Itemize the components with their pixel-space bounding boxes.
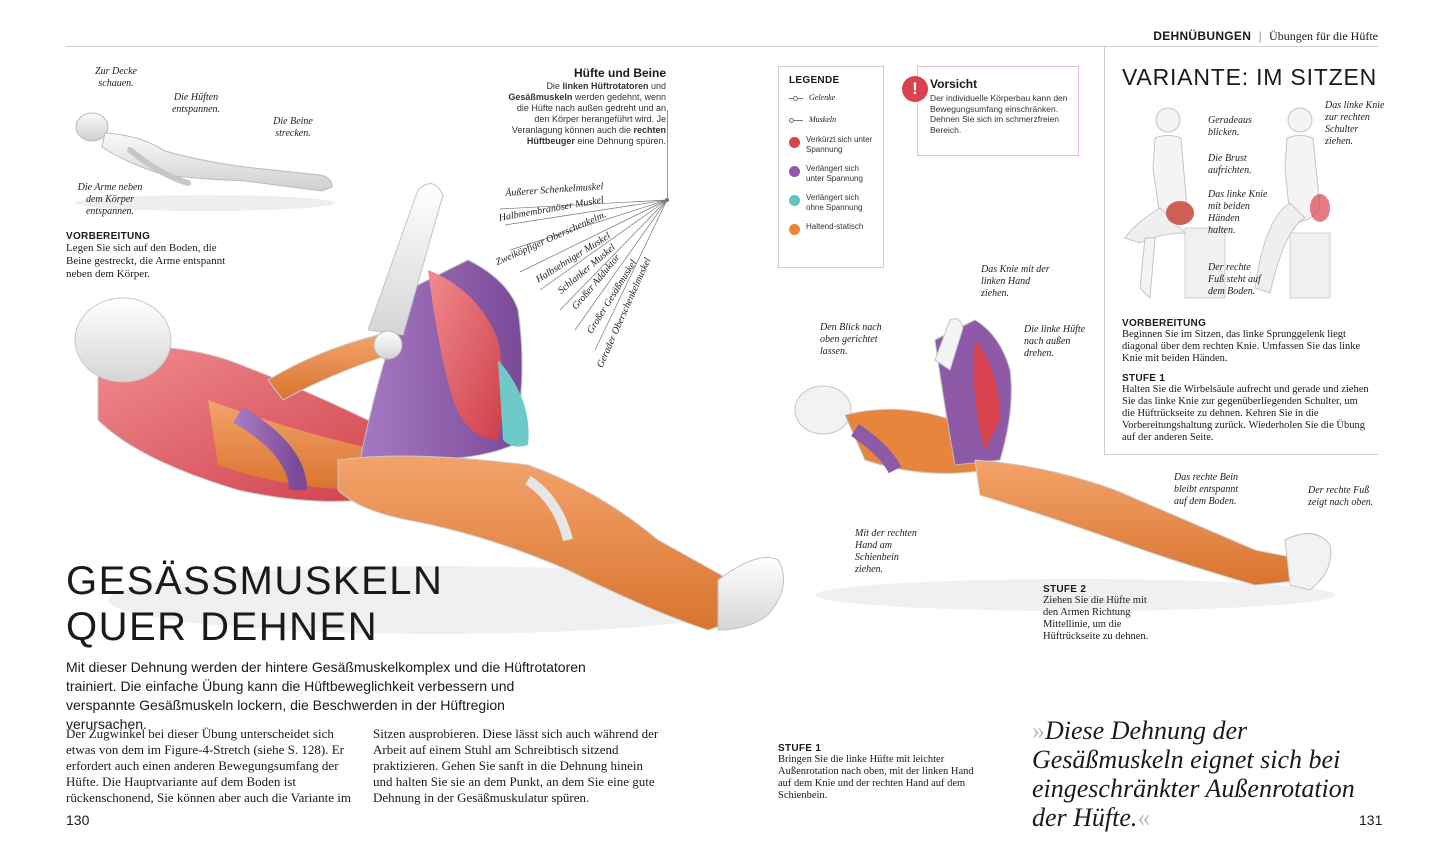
- variant-step-text: Halten Sie die Wirbelsäule aufrecht und …: [1122, 384, 1369, 443]
- legend-title: LEGENDE: [789, 75, 840, 86]
- top-rule: [66, 46, 1378, 47]
- hips-legs-heading: Hüfte und Beine: [574, 66, 666, 80]
- page-number-left: 130: [66, 812, 90, 828]
- step2-label-hand: Mit der rechten Hand am Schienbein ziehe…: [855, 528, 917, 575]
- running-header: DEHNÜBUNGEN | Übungen für die Hüfte: [1153, 29, 1378, 43]
- variant-title: VARIANTE: IM SITZEN: [1122, 64, 1378, 90]
- legend-item-label-1: Verlängert sich unter Spannung: [806, 164, 863, 183]
- variant-label-foot-floor: Der rechte Fuß steht auf dem Boden.: [1208, 262, 1261, 297]
- header-subsection: Übungen für die Hüfte: [1269, 29, 1378, 43]
- step1-block: STUFE 1 Bringen Sie die linke Hüfte mit …: [778, 743, 978, 802]
- variant-label-knee-hands: Das linke Knie mit beiden Händen halten.: [1208, 189, 1268, 236]
- prep-figure-illustration: [75, 112, 335, 211]
- hips-legs-text-pre: Die: [546, 81, 563, 91]
- step2-label-rightleg: Das rechte Bein bleibt entspannt auf dem…: [1174, 472, 1239, 507]
- step2-figure-illustration: [794, 318, 1335, 611]
- hips-legs-text: Die linken Hüftrotatoren und Gesäßmuskel…: [500, 81, 666, 147]
- quote-open-mark: »: [1032, 716, 1045, 745]
- prep-left-heading: VORBEREITUNG: [66, 231, 151, 242]
- step2-heading: STUFE 2: [1043, 584, 1087, 595]
- step2-text: Ziehen Sie die Hüfte mit den Armen Richt…: [1043, 595, 1149, 642]
- caution-title: Vorsicht: [930, 77, 978, 91]
- page-number-right: 131: [1359, 812, 1383, 828]
- hips-legs-block: Hüfte und Beine Die linken Hüftrotatoren…: [500, 66, 666, 147]
- hips-legs-bold3: rechten Hüftbeuger: [526, 125, 666, 146]
- quote-close-mark: «: [1137, 803, 1151, 832]
- step2-label-gaze: Den Blick nach oben gerichtet lassen.: [820, 322, 882, 357]
- variant-box-border-left: [1104, 47, 1105, 454]
- step2-label-hip: Die linke Hüfte nach außen drehen.: [1024, 324, 1086, 359]
- legend-item-label-3: Haltend-statisch: [806, 222, 864, 231]
- variant-label-straight: Geradeaus blicken.: [1208, 115, 1252, 138]
- body-column-2: Sitzen ausprobieren. Diese lässt sich au…: [373, 726, 659, 805]
- variant-prep-heading: VORBEREITUNG: [1122, 318, 1207, 329]
- legend-item-1: Verlängert sich unter Spannung: [789, 164, 873, 184]
- prep-left-text: Legen Sie sich auf den Boden, die Beine …: [66, 242, 226, 280]
- header-section: DEHNÜBUNGEN: [1153, 29, 1252, 43]
- legend-muscles-row: Muskeln: [789, 114, 873, 126]
- hips-legs-bold1: linken Hüftrotatoren: [562, 81, 649, 91]
- step2-label-foot: Der rechte Fuß zeigt nach oben.: [1308, 485, 1374, 508]
- pull-quote: »Diese Dehnung der Gesäßmuskeln eignet s…: [1032, 716, 1382, 832]
- warning-icon: !: [902, 76, 928, 102]
- caution-box: Vorsicht Der individuelle Körperbau kann…: [917, 66, 1079, 156]
- variant-box-border-bottom: [1104, 454, 1378, 455]
- main-figure-illustration: [74, 183, 785, 634]
- legend-joints-label: Gelenke: [809, 93, 836, 102]
- hips-legs-bold2: Gesäßmuskeln: [508, 92, 573, 102]
- page-title-line2: QUER DEHNEN: [66, 605, 379, 649]
- intro-paragraph: Mit dieser Dehnung werden der hintere Ge…: [66, 659, 586, 732]
- prep-label-ceiling: Zur Decke schauen.: [95, 66, 137, 89]
- step1-text: Bringen Sie die linke Hüfte mit leichter…: [778, 754, 974, 801]
- header-divider: |: [1258, 29, 1262, 43]
- step2-block: STUFE 2 Ziehen Sie die Hüfte mit den Arm…: [1043, 584, 1163, 643]
- prep-label-arms: Die Arme neben dem Körper entspannen.: [77, 182, 143, 217]
- variant-step-heading: STUFE 1: [1122, 373, 1166, 384]
- legend-joints-row: Gelenke: [789, 92, 873, 104]
- legend-box: LEGENDE Gelenke Muskeln Verkürzt sich un…: [778, 66, 884, 268]
- legend-swatch-red-icon: [789, 137, 800, 148]
- hips-legs-text-mid2: werden gedehnt, wenn die Hüfte nach auße…: [511, 92, 666, 135]
- prep-label-hips: Die Hüften entspannen.: [171, 92, 221, 115]
- step1-heading: STUFE 1: [778, 743, 822, 754]
- muscle-marker-icon: [789, 117, 803, 123]
- step2-label-knee: Das Knie mit der linken Hand ziehen.: [981, 264, 1050, 299]
- legend-muscles-label: Muskeln: [809, 115, 837, 124]
- variant-prep-text: Beginnen Sie im Sitzen, das linke Sprung…: [1122, 329, 1361, 364]
- variant-label-chest: Die Brust aufrichten.: [1208, 153, 1252, 176]
- legend-item-3: Haltend-statisch: [789, 222, 873, 235]
- quote-text: Diese Dehnung der Gesäßmuskeln eignet si…: [1032, 716, 1355, 832]
- hips-legs-text-mid1: und: [648, 81, 666, 91]
- legend-item-0: Verkürzt sich unter Spannung: [789, 135, 873, 155]
- variant-text-block: VORBEREITUNG Beginnen Sie im Sitzen, das…: [1122, 318, 1372, 444]
- caution-text: Der individuelle Körperbau kann den Bewe…: [930, 93, 1068, 135]
- legend-swatch-teal-icon: [789, 195, 800, 206]
- variant-label-knee-shoulder: Das linke Knie zur rechten Schulter zieh…: [1325, 100, 1385, 147]
- prep-label-legs: Die Beine strecken.: [273, 116, 313, 139]
- joint-marker-icon: [789, 95, 803, 101]
- legend-swatch-purple-icon: [789, 166, 800, 177]
- page-title-line1: GESÄSSMUSKELN: [66, 559, 444, 603]
- legend-item-2: Verlängert sich ohne Spannung: [789, 193, 873, 213]
- legend-swatch-orange-icon: [789, 224, 800, 235]
- hips-legs-leader: [667, 110, 668, 200]
- body-column-1: Der Zugwinkel bei dieser Übung untersche…: [66, 726, 351, 805]
- prep-left-block: VORBEREITUNG Legen Sie sich auf den Bode…: [66, 231, 226, 281]
- hips-legs-text-end: eine Dehnung spüren.: [574, 136, 666, 146]
- page-title: GESÄSSMUSKELN QUER DEHNEN: [66, 558, 443, 650]
- legend-item-label-2: Verlängert sich ohne Spannung: [806, 193, 863, 212]
- legend-item-label-0: Verkürzt sich unter Spannung: [806, 135, 873, 154]
- variant-figures-illustration: [1124, 107, 1331, 300]
